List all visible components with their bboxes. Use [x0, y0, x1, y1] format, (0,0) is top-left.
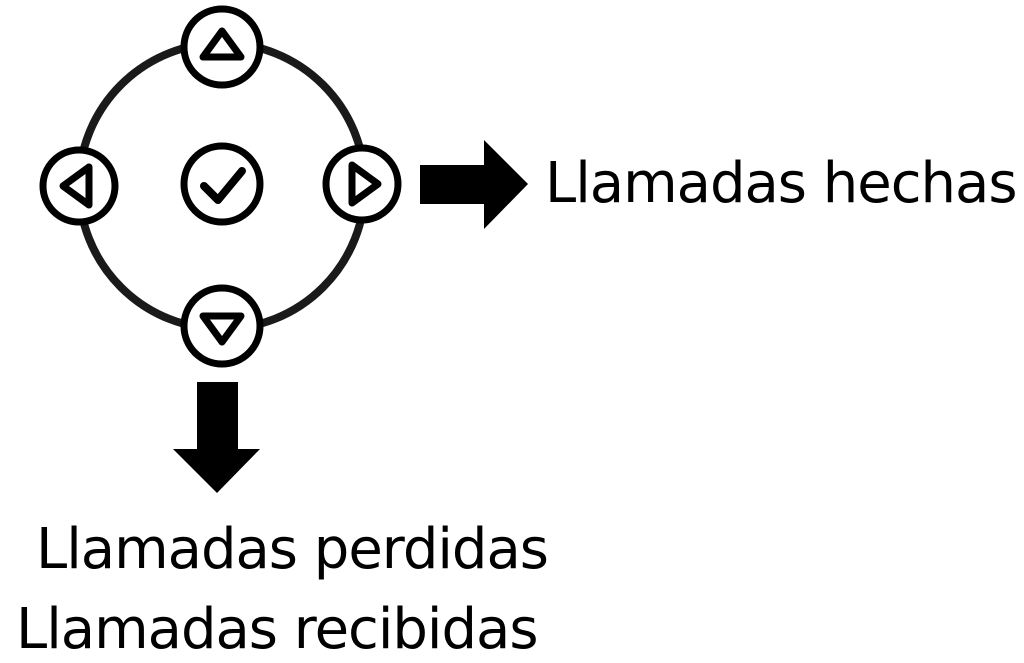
nav-left-key[interactable] [39, 146, 119, 226]
label-missed-calls: Llamadas perdidas [36, 517, 549, 582]
label-calls-made: Llamadas hechas [545, 151, 1017, 216]
nav-ok-key[interactable] [180, 142, 264, 226]
arrow-down-icon [173, 382, 260, 493]
label-received-calls: Llamadas recibidas [16, 597, 539, 662]
triangle-right-icon [348, 161, 382, 207]
arrow-right-icon [420, 140, 528, 229]
triangle-up-icon [199, 27, 245, 61]
nav-up-key[interactable] [180, 5, 264, 89]
nav-right-key[interactable] [322, 144, 402, 224]
nav-down-key[interactable] [180, 284, 264, 368]
triangle-left-icon [59, 163, 93, 209]
check-icon [200, 167, 246, 204]
triangle-down-icon [199, 312, 245, 346]
